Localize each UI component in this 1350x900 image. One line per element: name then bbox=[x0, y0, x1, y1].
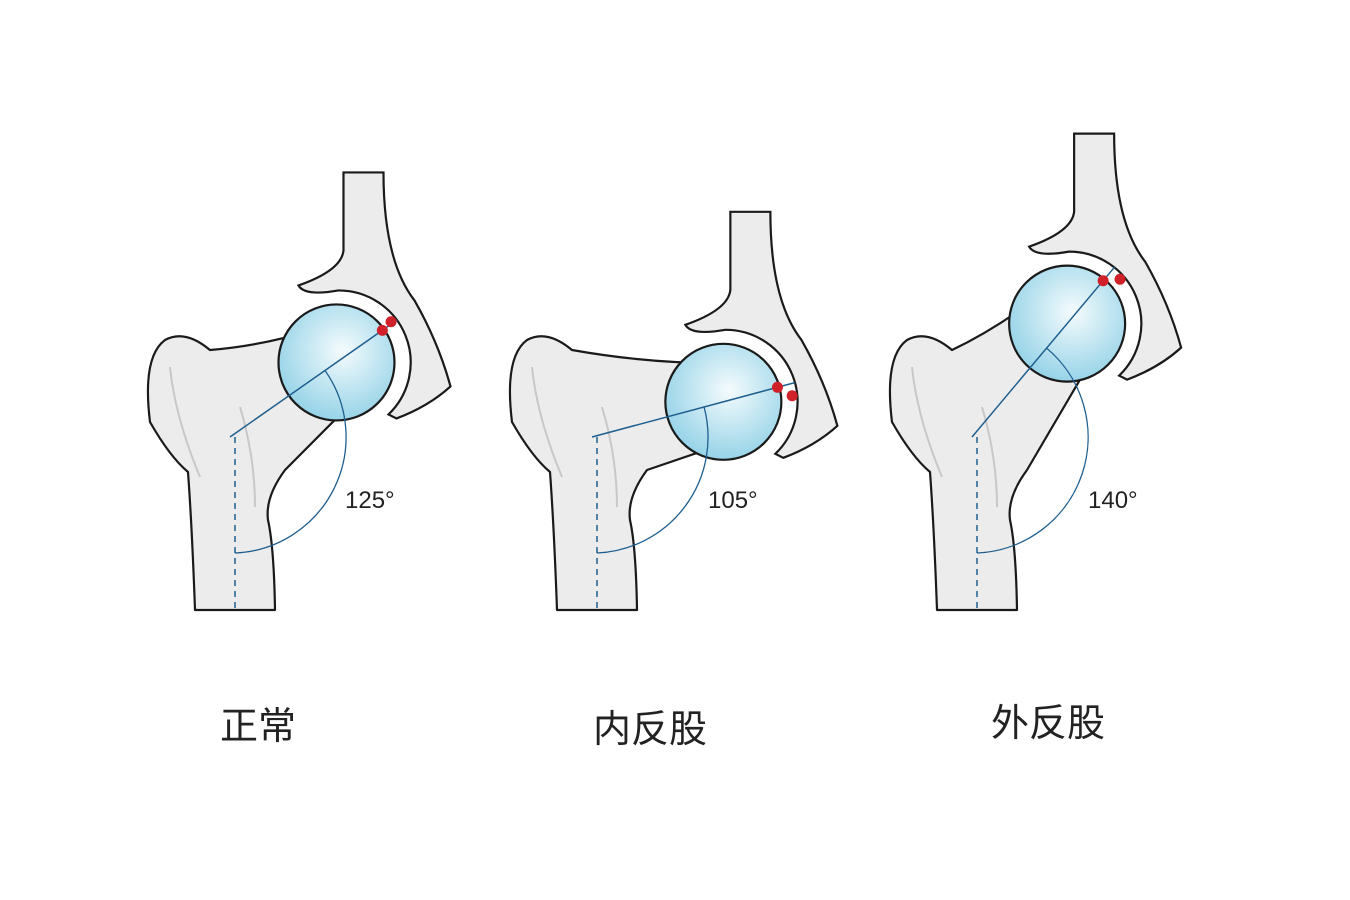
head-marker-dot bbox=[1097, 275, 1109, 287]
neck-axis-line bbox=[229, 319, 398, 438]
acetabulum-pelvis bbox=[1027, 132, 1183, 381]
hip-panel-2 bbox=[508, 210, 839, 612]
angle-arc bbox=[596, 406, 709, 554]
angle-label: 125° bbox=[345, 487, 395, 514]
neck-axis-line bbox=[971, 266, 1116, 438]
hip-panel-3 bbox=[888, 132, 1183, 612]
caption-normal: 正常 bbox=[219, 704, 297, 748]
head-marker-dot bbox=[771, 381, 783, 393]
hip-panel-1 bbox=[146, 171, 452, 612]
bone-shading bbox=[911, 366, 998, 508]
angle-label: 105° bbox=[708, 487, 758, 514]
neck-axis-line bbox=[591, 381, 796, 438]
caption-coxa-vara: 内反股 bbox=[592, 707, 708, 751]
angle-label: 140° bbox=[1088, 487, 1138, 514]
bone-shading bbox=[531, 366, 618, 508]
acetabulum-marker-dot bbox=[385, 316, 397, 328]
acetabulum-pelvis bbox=[683, 210, 839, 459]
acetabulum-marker-dot bbox=[1114, 273, 1126, 285]
caption-coxa-valga: 外反股 bbox=[990, 701, 1106, 745]
angle-arc bbox=[234, 370, 347, 554]
acetabulum-marker-dot bbox=[786, 390, 798, 402]
acetabulum-pelvis bbox=[296, 171, 452, 420]
head-marker-dot bbox=[376, 324, 388, 336]
bone-shading bbox=[169, 366, 256, 508]
angle-arc bbox=[976, 347, 1089, 554]
